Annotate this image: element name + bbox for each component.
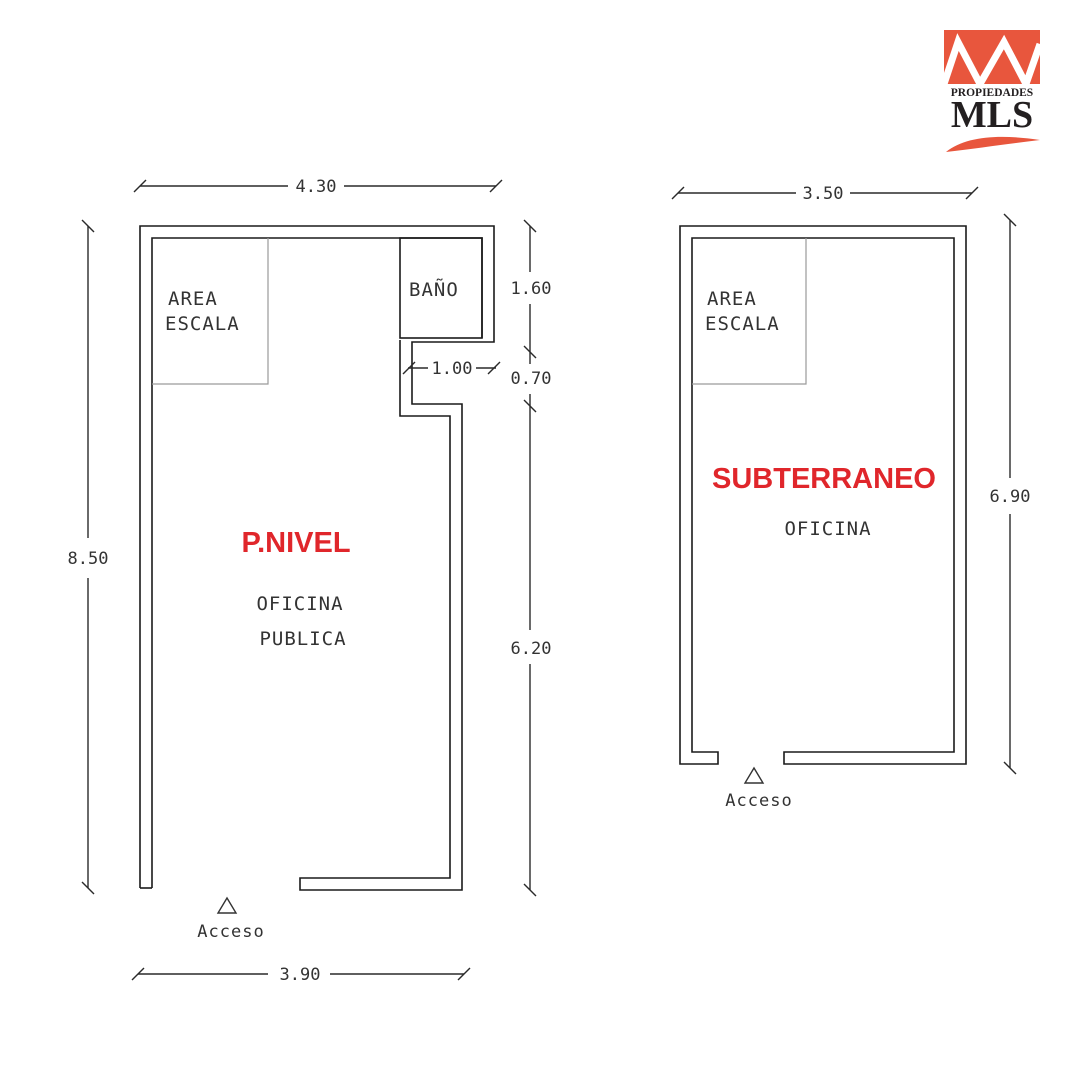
- dim-bath-height-value: 1.60: [511, 279, 552, 299]
- dim-tick: [402, 361, 416, 375]
- dim-tick: [489, 179, 503, 193]
- dim-step-height-value: 0.70: [511, 369, 552, 389]
- dim-tick: [131, 967, 145, 981]
- level-title: SUBTERRANEO: [712, 463, 936, 495]
- stair-area-label-1: AREA: [168, 288, 218, 310]
- office-label: OFICINA: [784, 518, 871, 540]
- logo-mls: MLS: [951, 94, 1033, 136]
- dim-main-height-value: 6.20: [511, 639, 552, 659]
- dim-tick: [133, 179, 147, 193]
- logo-swoosh: [946, 136, 1040, 152]
- plan-subterraneo: AREA ESCALA SUBTERRANEO OFICINA Acceso 3…: [671, 184, 1031, 811]
- dim-tick: [1003, 213, 1017, 227]
- office-label-1: OFICINA: [256, 593, 343, 615]
- dim-tick: [965, 186, 979, 200]
- dim-tick: [81, 881, 95, 895]
- stair-area-outline: [152, 238, 269, 385]
- dim-tick: [81, 219, 95, 233]
- dim-bottom-value: 3.90: [280, 965, 321, 985]
- dim-tick: [523, 883, 537, 897]
- dim-tick: [523, 345, 537, 359]
- dim-top-value: 3.50: [803, 184, 844, 204]
- bathroom-label: BAÑO: [409, 278, 459, 301]
- logo-propiedades: PROPIEDADES: [951, 87, 1033, 99]
- dim-step-width-value: 1.00: [432, 359, 473, 379]
- access-label: Acceso: [725, 791, 792, 811]
- dim-top-value: 4.30: [296, 177, 337, 197]
- stair-area-outline: [692, 238, 807, 385]
- dim-left-value: 8.50: [68, 549, 109, 569]
- access-marker-icon: [743, 766, 765, 784]
- access-label: Acceso: [197, 922, 264, 942]
- office-label-2: PUBLICA: [259, 628, 346, 650]
- stair-area-label-2: ESCALA: [705, 313, 780, 335]
- stair-area-label-2: ESCALA: [165, 313, 240, 335]
- plan-p-nivel: AREA ESCALA BAÑO P.NIVEL OFICINA PUBLICA…: [68, 177, 552, 985]
- access-marker-icon: [216, 896, 238, 914]
- outer-wall: [139, 225, 495, 891]
- dim-tick: [1003, 761, 1017, 775]
- stair-area-label-1: AREA: [707, 288, 757, 310]
- inner-wall: [151, 237, 483, 888]
- logo-peaks: [940, 33, 1044, 93]
- dim-tick: [487, 361, 501, 375]
- outer-wall: [679, 225, 967, 765]
- level-title: P.NIVEL: [241, 527, 350, 559]
- bathroom-outline: [399, 237, 483, 339]
- dim-tick: [457, 967, 471, 981]
- mls-logo: PROPIEDADES MLS: [940, 30, 1044, 152]
- dim-tick: [523, 219, 537, 233]
- dim-tick: [523, 399, 537, 413]
- dim-right-value: 6.90: [990, 487, 1031, 507]
- dim-tick: [671, 186, 685, 200]
